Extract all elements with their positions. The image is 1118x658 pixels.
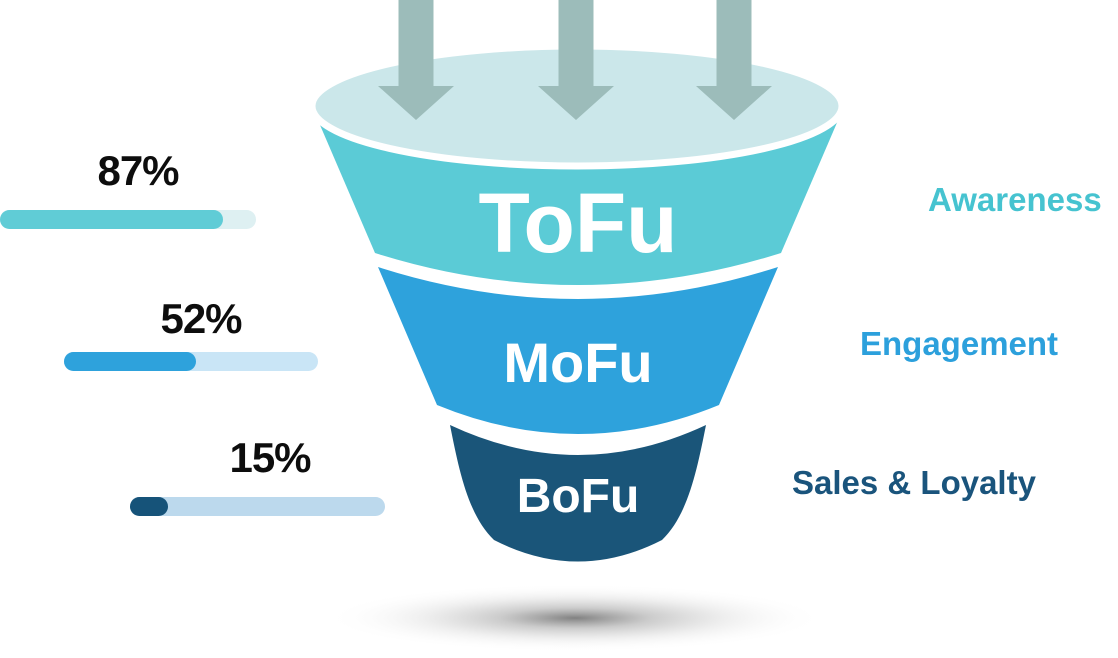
progress-fill-tofu <box>0 210 223 229</box>
stage-name-sales-loyalty: Sales & Loyalty <box>792 464 1036 501</box>
progress-fill-mofu <box>64 352 197 371</box>
stage-name-awareness: Awareness <box>928 181 1102 218</box>
inflow-arrow-left <box>378 0 454 120</box>
funnel-label-bofu: BoFu <box>517 470 640 523</box>
percent-label-bofu: 15% <box>229 434 311 481</box>
inflow-arrow-center <box>538 0 614 120</box>
progress-bar-bofu <box>130 497 385 516</box>
inflow-arrow-right <box>696 0 772 120</box>
percent-label-tofu: 87% <box>97 147 179 194</box>
progress-fill-bofu <box>130 497 169 516</box>
stage-name-engagement: Engagement <box>860 325 1059 362</box>
progress-bar-mofu <box>64 352 318 371</box>
funnel-label-mofu: MoFu <box>503 331 652 394</box>
progress-bar-tofu <box>0 210 256 229</box>
percent-label-mofu: 52% <box>160 295 242 342</box>
ground-shadow <box>325 584 825 652</box>
funnel-stage-bofu <box>450 425 706 562</box>
funnel-stage-mofu <box>378 267 778 434</box>
funnel-label-tofu: ToFu <box>478 176 677 270</box>
